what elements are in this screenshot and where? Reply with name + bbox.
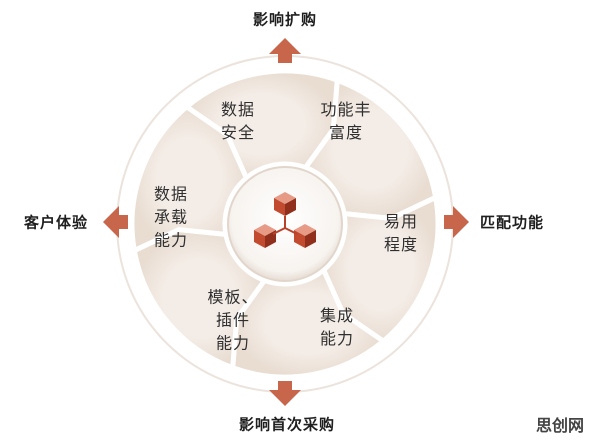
- arrow-right-icon: [444, 206, 469, 238]
- segment-label-feature-richness: 功能丰 富度: [320, 100, 372, 142]
- segment-label-templates-plugins: 模板、 插件 能力: [207, 287, 259, 353]
- segment-data-capacity: [129, 104, 249, 254]
- outer-label-left: 客户体验: [23, 213, 89, 232]
- arrow-up-icon: [269, 38, 301, 63]
- segment-label-data-capacity: 数据 承载 能力: [153, 184, 189, 250]
- outer-label-right: 匹配功能: [479, 213, 545, 232]
- segment-label-ease-of-use: 易用 程度: [383, 212, 419, 254]
- outer-label-top: 影响扩购: [252, 10, 318, 29]
- segment-label-data-security: 数据 安全: [220, 100, 256, 142]
- cubes-icon: [254, 192, 316, 248]
- segment-label-integration: 集成 能力: [319, 306, 355, 348]
- arrow-left-icon: [103, 206, 128, 238]
- outer-label-bottom: 影响首次采购: [238, 415, 336, 434]
- arrow-down-icon: [269, 381, 301, 406]
- watermark: 思创网: [531, 411, 588, 437]
